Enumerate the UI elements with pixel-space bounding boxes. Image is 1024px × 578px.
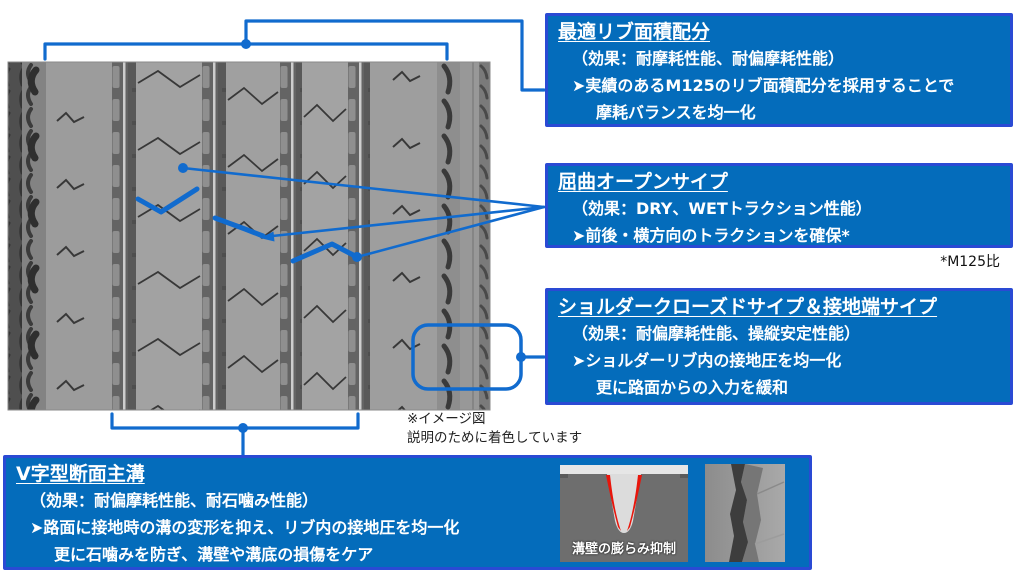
groove-wall-3d-image [705, 464, 785, 562]
callout-shoulder-bullet: ➤ショルダーリブ内の接地圧を均一化 [572, 351, 842, 370]
callout-rib-cont: 摩耗バランスを均一化 [596, 103, 756, 122]
groove-cross-section-image [560, 465, 688, 562]
callout-rib-area: 最適リブ面積配分 （効果：耐摩耗性能、耐偏摩耗性能） ➤実績のあるM125のリブ… [545, 13, 1013, 127]
sipe-dot-3 [352, 252, 362, 262]
callout-sipe-effect: （効果：DRY、WETトラクション性能） [572, 199, 872, 218]
callout-groove-cont: 更に石噛みを防ぎ、溝壁や溝底の損傷をケア [54, 545, 374, 564]
callout-rib-effect: （効果：耐摩耗性能、耐偏摩耗性能） [572, 49, 845, 68]
tire-photo [7, 61, 491, 411]
callout-sipe-bullet: ➤前後・横方向のトラクションを確保* [572, 226, 850, 245]
callout-open-sipe: 屈曲オープンサイプ （効果：DRY、WETトラクション性能） ➤前後・横方向のト… [545, 163, 1013, 248]
bracket-dot-top [241, 39, 251, 49]
image-disclaimer-line2: 説明のために着色しています [407, 430, 583, 446]
callout-rib-bullet: ➤実績のあるM125のリブ面積配分を採用することで [572, 76, 955, 95]
callout-shoulder-sipe: ショルダークローズドサイプ＆接地端サイプ （効果：耐偏摩耗性能、操縦安定性能） … [545, 288, 1013, 405]
callout-shoulder-effect: （効果：耐偏摩耗性能、操縦安定性能） [572, 324, 861, 343]
callout-sipe-title: 屈曲オープンサイプ [558, 171, 728, 193]
sipe-arrowhead [260, 231, 275, 242]
shoulder-dot [516, 352, 526, 362]
footnote-m125: *M125比 [940, 254, 1000, 270]
sipe-highlights [135, 186, 360, 264]
bracket-dot-bottom [238, 423, 248, 433]
callout-groove-bullet: ➤路面に接地時の溝の変形を抑え、リブ内の接地圧を均一化 [30, 518, 460, 537]
callout-rib-title: 最適リブ面積配分 [558, 21, 711, 43]
groove-wall-red-right [627, 475, 642, 531]
sipe-dot-1 [178, 163, 188, 173]
callout-groove-title: V字型断面主溝 [16, 463, 145, 485]
sipe-leader-lines [181, 166, 546, 259]
image-disclaimer: ※イメージ図 説明のために着色しています [407, 410, 582, 448]
groove-wall-caption: 溝壁の膨らみ抑制 [571, 542, 676, 557]
callout-v-groove: V字型断面主溝 （効果：耐偏摩耗性能、耐石噛み性能） ➤路面に接地時の溝の変形を… [3, 455, 812, 570]
bottom-bracket [110, 412, 360, 458]
groove-wall-red-left [606, 475, 621, 531]
callout-shoulder-cont: 更に路面からの入力を緩和 [596, 378, 789, 397]
callout-shoulder-title: ショルダークローズドサイプ＆接地端サイプ [558, 296, 938, 318]
image-disclaimer-line1: ※イメージ図 [407, 411, 486, 427]
callout-groove-effect: （効果：耐偏摩耗性能、耐石噛み性能） [30, 491, 319, 510]
